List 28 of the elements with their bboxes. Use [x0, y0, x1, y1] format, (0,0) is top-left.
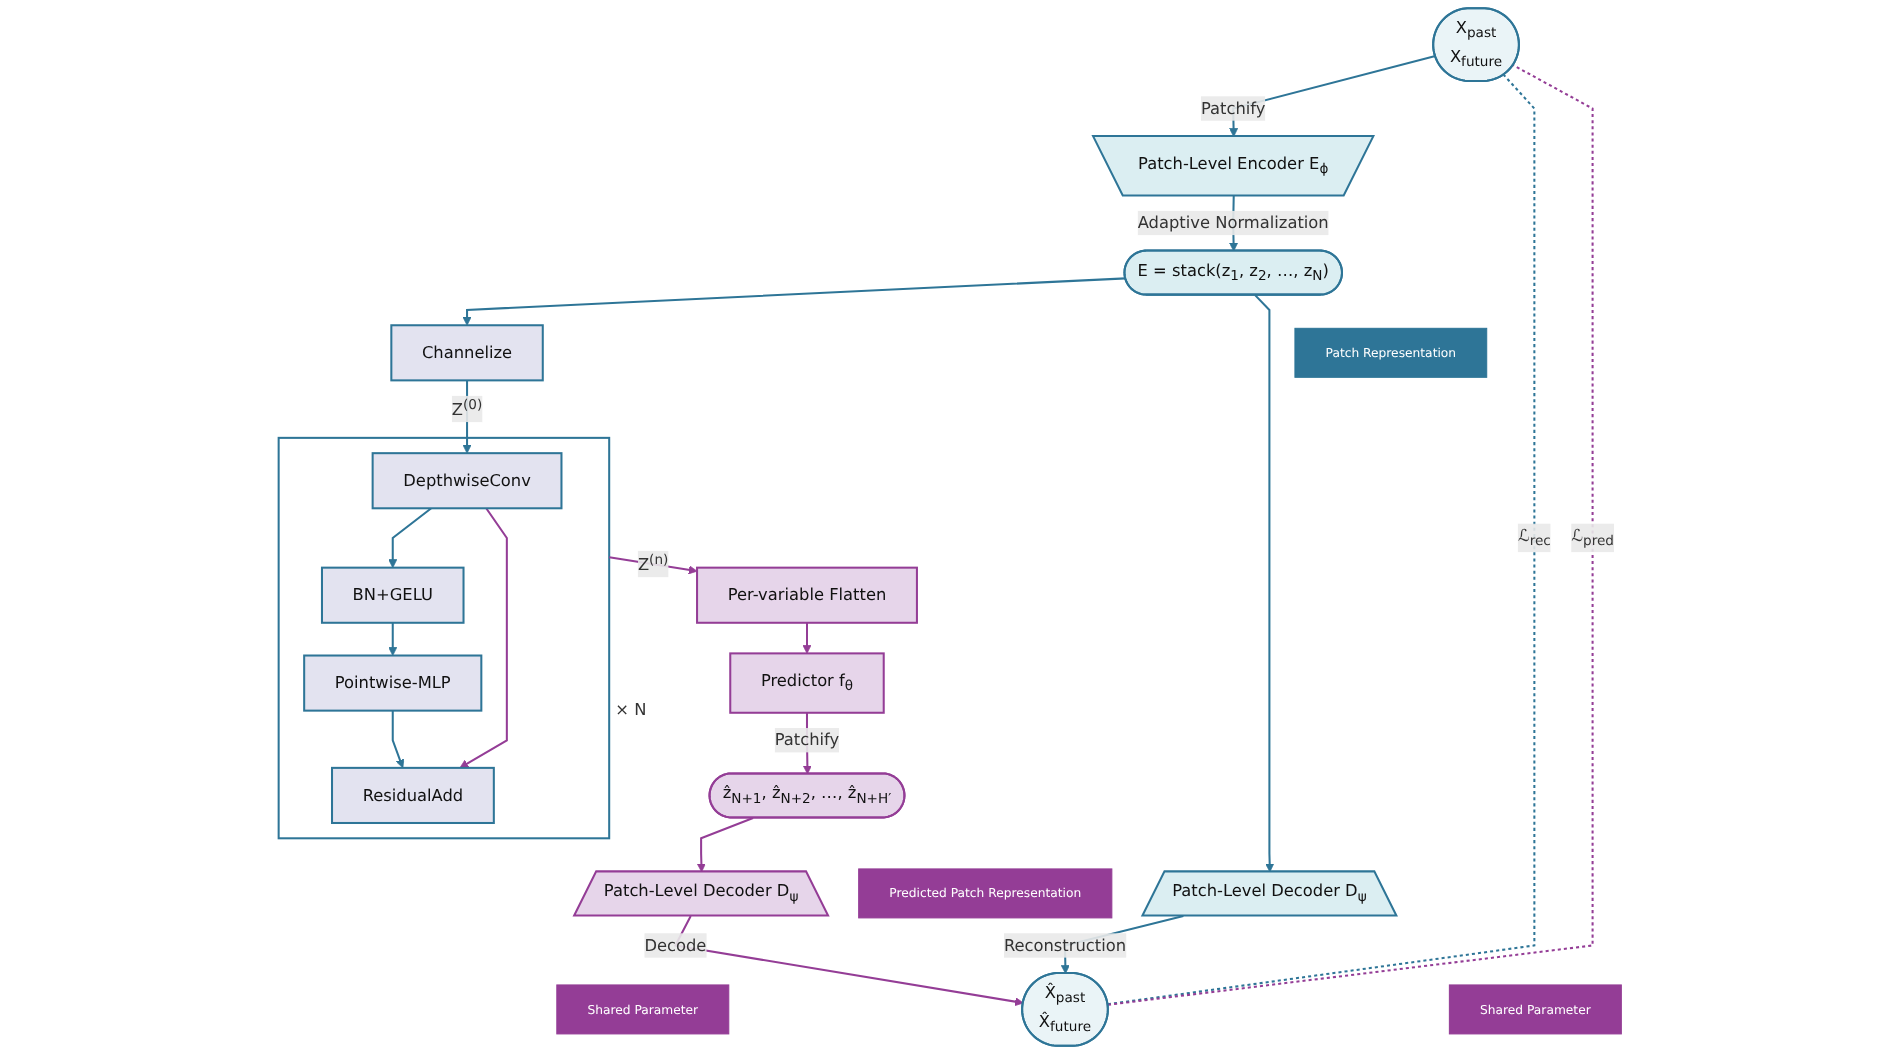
node-box: Channelize: [390, 324, 544, 382]
node-box: ResidualAdd: [331, 766, 495, 824]
edge-label: Decode: [644, 935, 707, 955]
arrow: [609, 556, 698, 575]
arrow: [388, 622, 398, 656]
arrow: [1254, 294, 1275, 873]
node-box: Predictor f$_{θ}$: [729, 652, 885, 714]
arrow: [696, 817, 754, 873]
arrow: [462, 277, 1126, 326]
node-box: DepthwiseConv: [371, 452, 563, 510]
node-box: Pointwise-MLP: [303, 654, 483, 712]
edge-label: Reconstruction: [1003, 935, 1127, 955]
arrow: [459, 507, 508, 769]
arrow: [462, 380, 472, 454]
edge-label: Patchify: [1200, 98, 1266, 118]
arrow: [391, 710, 405, 769]
edge-label: ℒ$_{rec}$: [1517, 525, 1551, 550]
arrow: [802, 622, 812, 654]
cluster: [277, 436, 611, 840]
edge-label: Adaptive Normalization: [1137, 212, 1329, 233]
node-label: × N: [615, 700, 647, 720]
edge-label: Z$^{(0)}$: [451, 397, 483, 420]
edge-label: Z$^{(n)}$: [637, 552, 669, 575]
node-box: Per-variable Flatten: [696, 566, 918, 624]
arrow: [388, 507, 432, 569]
edge-label: ℒ$_{pred}$: [1571, 525, 1614, 550]
node-box: BN+GELU: [320, 566, 465, 624]
edge-label: Patchify: [774, 730, 840, 750]
